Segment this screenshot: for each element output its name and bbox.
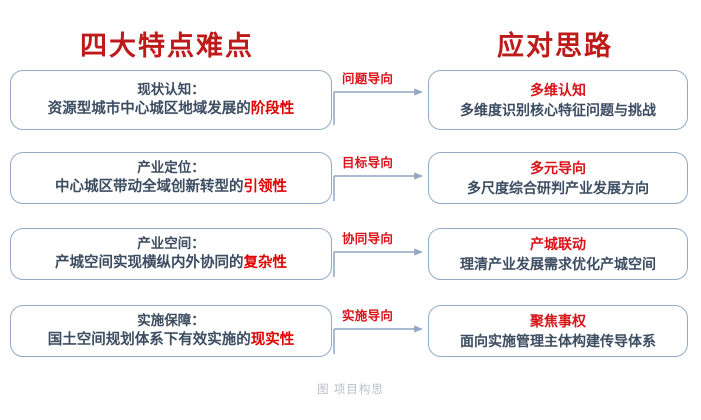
- connector-row-1: [333, 88, 423, 125]
- challenge-box-2[interactable]: 产业定位： 中心城区带动全域创新转型的引领性: [10, 152, 332, 204]
- strategy-title-1: 多维认知: [530, 82, 586, 99]
- strategy-box-1[interactable]: 多维认知 多维度识别核心特征问题与挑战: [428, 70, 688, 130]
- heading-right: 应对思路: [497, 31, 613, 61]
- connector-row-3: [333, 248, 423, 277]
- challenge-desc-2: 中心城区带动全域创新转型的引领性: [55, 178, 287, 197]
- challenge-title-1: 现状认知：: [137, 82, 205, 98]
- strategy-title-2: 多元导向: [530, 160, 586, 177]
- connector-row-4: [333, 325, 423, 354]
- challenge-box-3[interactable]: 产业空间： 产城空间实现横纵内外协同的复杂性: [10, 228, 332, 280]
- heading-left: 四大特点难点: [80, 31, 254, 61]
- connector-label-2: 目标导向: [342, 156, 394, 170]
- challenge-desc-1: 资源型城市中心城区地域发展的阶段性: [48, 100, 295, 119]
- challenge-box-1[interactable]: 现状认知： 资源型城市中心城区地域发展的阶段性: [10, 70, 332, 130]
- strategy-desc-1: 多维度识别核心特征问题与挑战: [460, 101, 656, 118]
- challenge-title-3: 产业空间：: [137, 236, 205, 252]
- challenge-desc-highlight-4: 现实性: [250, 331, 295, 348]
- strategy-title-4: 聚焦事权: [530, 313, 586, 330]
- connector-label-4: 实施导向: [342, 309, 394, 323]
- figure-caption: 图 项目构思: [317, 384, 384, 396]
- challenge-desc-highlight-1: 阶段性: [250, 100, 295, 117]
- strategy-box-3[interactable]: 产城联动 理清产业发展需求优化产城空间: [428, 228, 688, 280]
- challenge-desc-highlight-3: 复杂性: [243, 254, 288, 271]
- challenge-desc-plain-1: 资源型城市中心城区地域发展的: [47, 100, 251, 117]
- strategy-title-3: 产城联动: [530, 236, 586, 253]
- connector-label-1: 问题导向: [342, 72, 394, 86]
- challenge-desc-plain-3: 产城空间实现横纵内外协同的: [55, 254, 244, 271]
- challenge-desc-plain-2: 中心城区带动全域创新转型的: [55, 178, 244, 195]
- strategy-desc-2: 多尺度综合研判产业发展方向: [467, 179, 649, 196]
- connector-row-2: [333, 172, 423, 201]
- challenge-desc-4: 国土空间规划体系下有效实施的现实性: [48, 331, 295, 350]
- challenge-title-4: 实施保障：: [137, 313, 205, 329]
- strategy-desc-3: 理清产业发展需求优化产城空间: [460, 255, 656, 272]
- strategy-desc-4: 面向实施管理主体构建传导体系: [460, 332, 656, 349]
- strategy-box-4[interactable]: 聚焦事权 面向实施管理主体构建传导体系: [428, 305, 688, 357]
- connector-label-3: 协同导向: [342, 232, 394, 246]
- challenge-desc-3: 产城空间实现横纵内外协同的复杂性: [55, 254, 287, 273]
- challenge-desc-highlight-2: 引领性: [243, 178, 288, 195]
- challenge-desc-plain-4: 国土空间规划体系下有效实施的: [47, 331, 251, 348]
- challenge-box-4[interactable]: 实施保障： 国土空间规划体系下有效实施的现实性: [10, 305, 332, 357]
- challenge-title-2: 产业定位：: [137, 160, 205, 176]
- strategy-box-2[interactable]: 多元导向 多尺度综合研判产业发展方向: [428, 152, 688, 204]
